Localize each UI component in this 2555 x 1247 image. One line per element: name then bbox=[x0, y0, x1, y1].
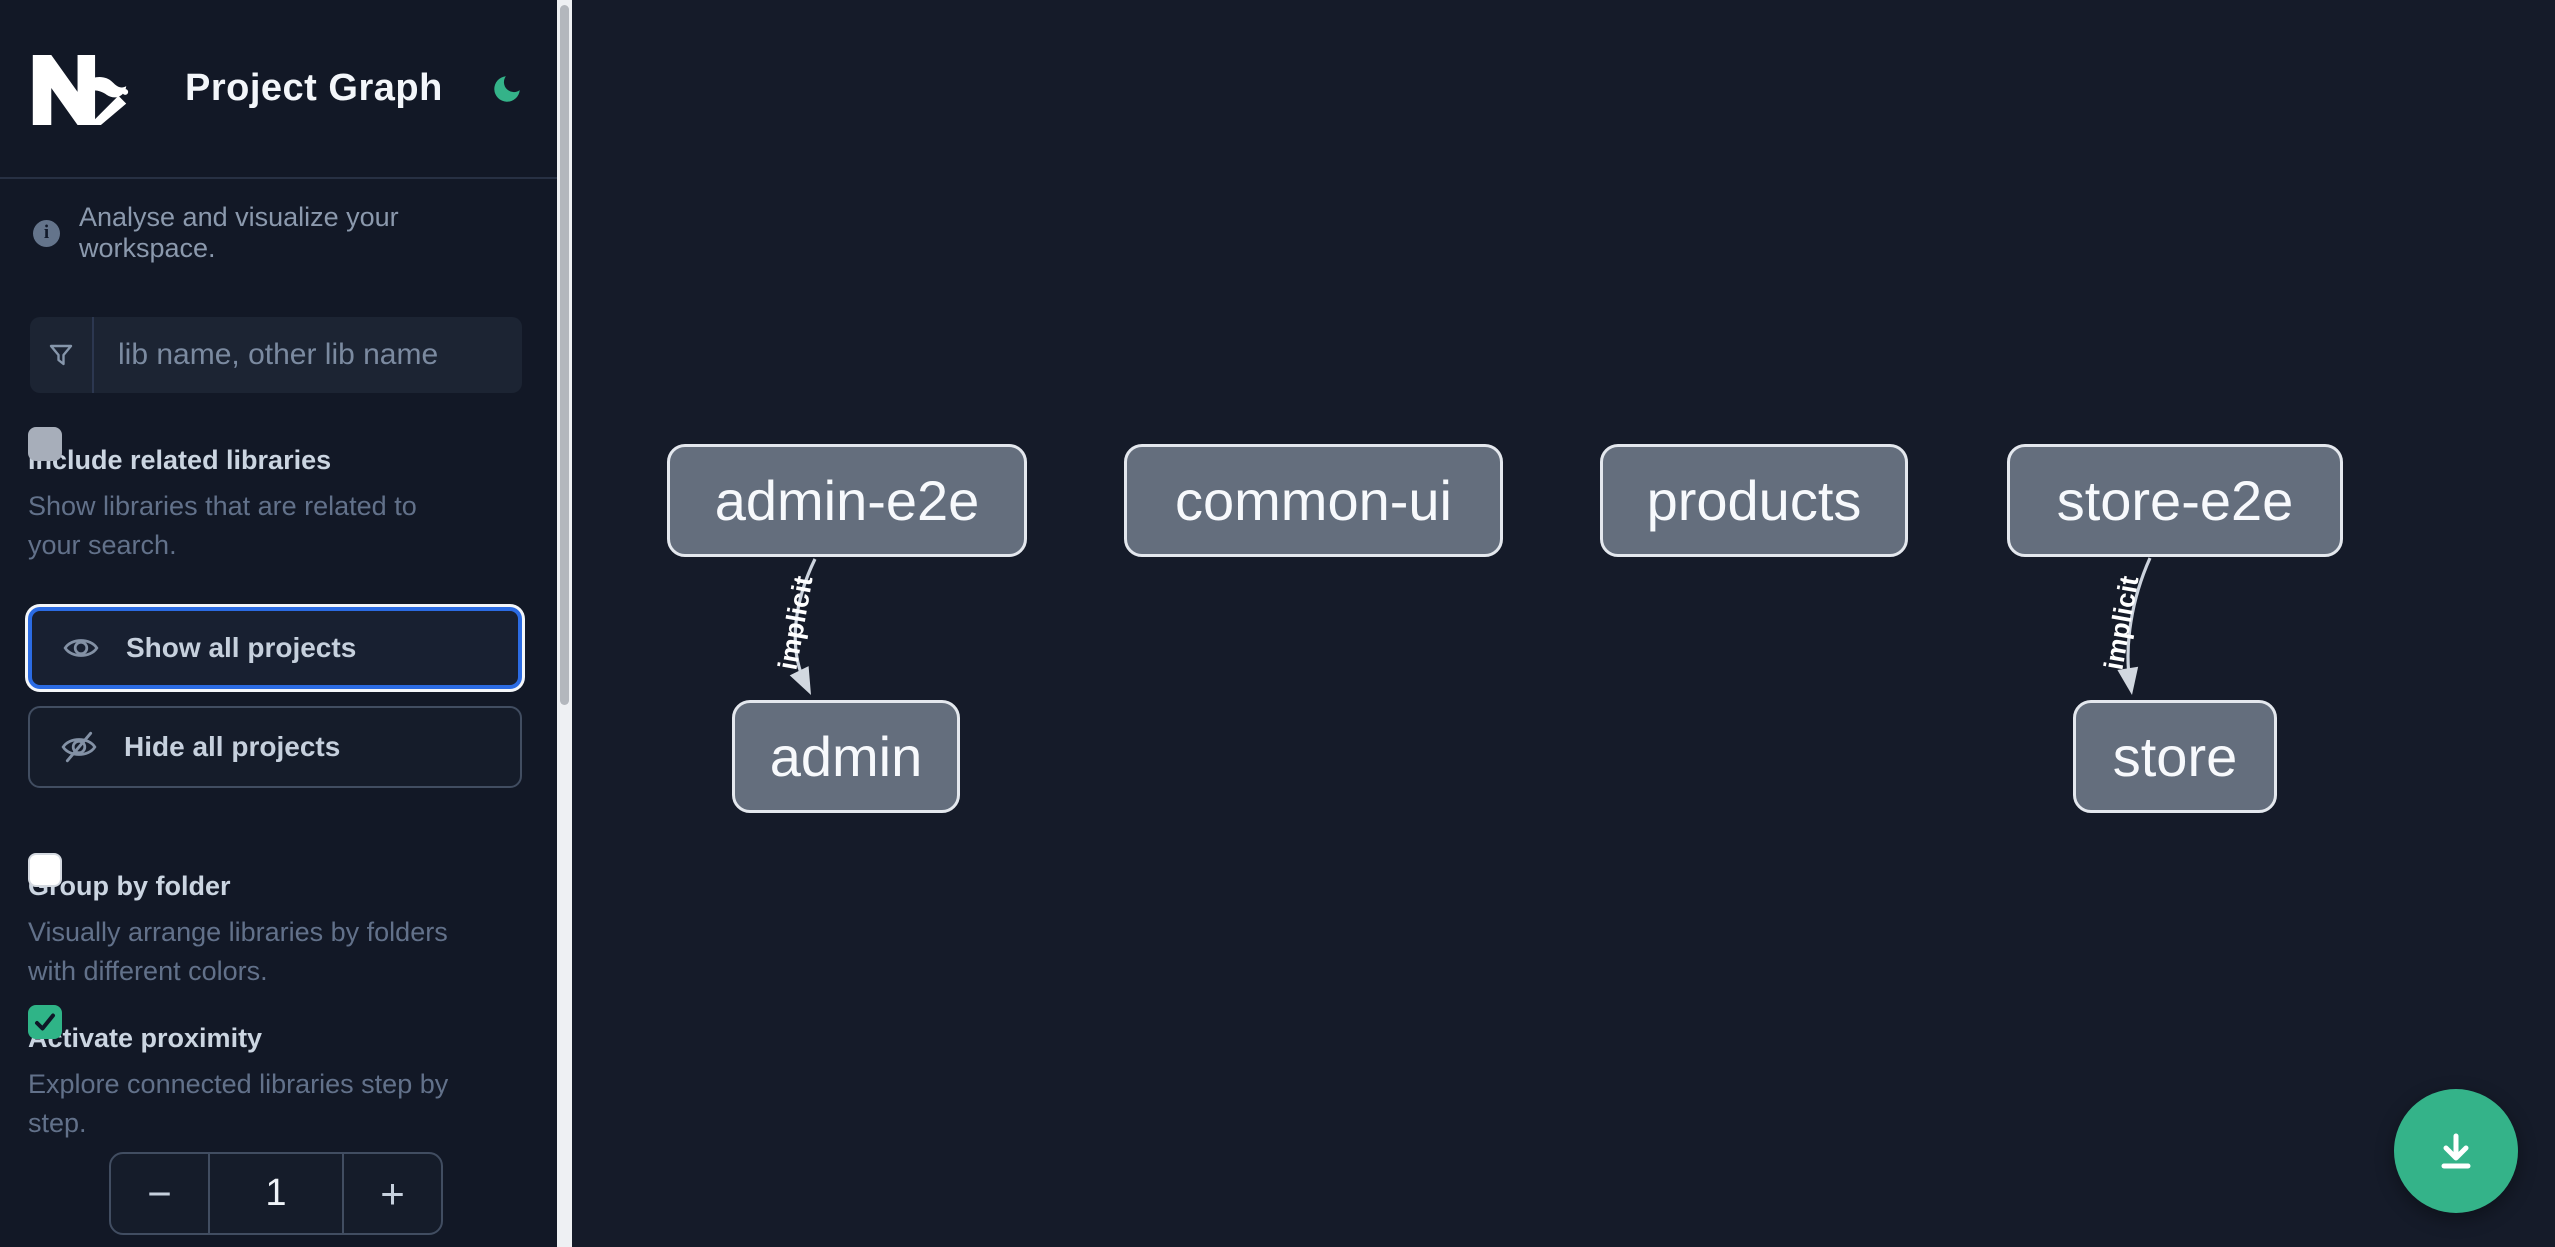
intro-text: Analyse and visualize your workspace. bbox=[79, 202, 399, 263]
graph-node-admin[interactable]: admin bbox=[732, 700, 960, 813]
graph-node-store-e2e[interactable]: store-e2e bbox=[2007, 444, 2343, 557]
stepper-value[interactable]: 1 bbox=[208, 1154, 344, 1233]
graph-node-common-ui[interactable]: common-ui bbox=[1124, 444, 1503, 557]
option-label: Group by folder bbox=[28, 871, 231, 901]
eye-icon bbox=[63, 639, 99, 657]
header-divider bbox=[0, 177, 557, 179]
checkmark-icon bbox=[35, 1013, 55, 1031]
option-description: Visually arrange libraries by folders wi… bbox=[28, 917, 448, 986]
search-input[interactable] bbox=[94, 317, 522, 393]
page-title: Project Graph bbox=[185, 67, 443, 109]
graph-node-products[interactable]: products bbox=[1600, 444, 1908, 557]
nx-logo bbox=[32, 54, 129, 125]
info-row: i Analyse and visualize your workspace. bbox=[33, 202, 533, 264]
project-graph-canvas[interactable]: admin-e2e common-ui products store-e2e a… bbox=[572, 0, 2555, 1247]
graph-node-store[interactable]: store bbox=[2073, 700, 2277, 813]
checkbox-group-by-folder[interactable] bbox=[28, 853, 62, 887]
sidebar-scrollbar-track bbox=[557, 0, 572, 1247]
stepper-increment-button[interactable]: + bbox=[344, 1154, 441, 1233]
option-description: Explore connected libraries step by step… bbox=[28, 1069, 449, 1138]
sidebar-scrollbar-thumb[interactable] bbox=[560, 5, 569, 705]
filter-funnel-icon bbox=[30, 317, 94, 393]
sidebar-header: Project Graph bbox=[0, 0, 557, 177]
stepper-decrement-button[interactable]: − bbox=[111, 1154, 208, 1233]
dependency-edges bbox=[789, 557, 2152, 695]
option-description: Show libraries that are related to your … bbox=[28, 491, 417, 560]
proximity-depth-stepper: − 1 + bbox=[109, 1152, 443, 1235]
option-group-by-folder[interactable]: Group by folder Visually arrange librari… bbox=[28, 851, 528, 991]
download-icon bbox=[2441, 1133, 2471, 1169]
hide-all-projects-label: Hide all projects bbox=[124, 731, 341, 762]
show-all-projects-button[interactable]: Show all projects bbox=[28, 607, 522, 689]
hide-all-projects-button[interactable]: Hide all projects bbox=[28, 706, 522, 788]
option-include-related-libraries[interactable]: Include related libraries Show libraries… bbox=[28, 425, 528, 565]
graph-node-admin-e2e[interactable]: admin-e2e bbox=[667, 444, 1027, 557]
search-box bbox=[30, 317, 522, 393]
theme-toggle-button[interactable] bbox=[485, 67, 529, 111]
option-label: Include related libraries bbox=[28, 445, 332, 475]
checkbox-activate-proximity[interactable] bbox=[28, 1005, 62, 1039]
eye-off-icon bbox=[61, 731, 97, 763]
info-icon: i bbox=[33, 219, 60, 247]
sidebar: Project Graph i Analyse and visualize yo… bbox=[0, 0, 572, 1247]
show-all-projects-label: Show all projects bbox=[126, 632, 357, 663]
checkbox-include-related[interactable] bbox=[28, 427, 62, 461]
option-activate-proximity[interactable]: Activate proximity Explore connected lib… bbox=[28, 1003, 528, 1143]
option-label: Activate proximity bbox=[28, 1023, 263, 1053]
download-graph-button[interactable] bbox=[2394, 1089, 2518, 1213]
moon-icon bbox=[494, 75, 520, 102]
